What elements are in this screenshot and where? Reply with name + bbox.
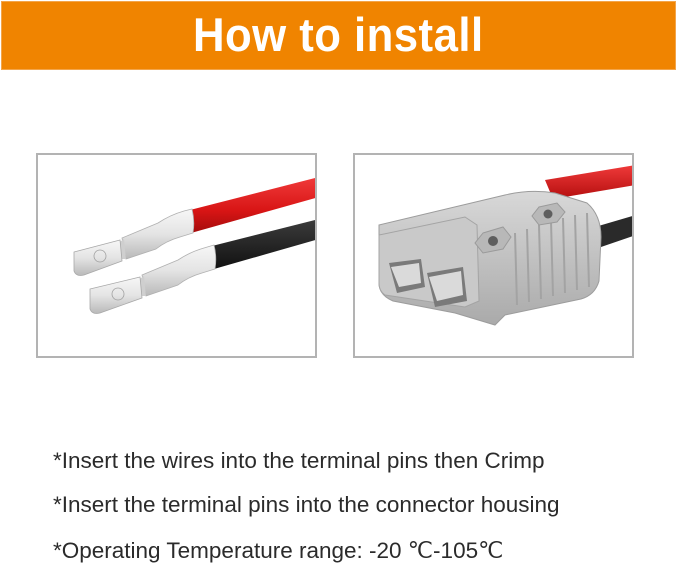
note-insert-pins: *Insert the terminal pins into the conne…	[53, 492, 560, 517]
note-operating-temperature: *Operating Temperature range: -20 ℃-105℃	[53, 538, 504, 563]
red-wire	[190, 178, 315, 233]
connector-housing	[378, 190, 602, 326]
black-wire	[212, 220, 315, 269]
lower-terminal-pin	[89, 244, 217, 314]
red-wire	[545, 165, 632, 199]
terminal-pins-image-panel	[36, 153, 317, 358]
connector-housing-image-panel	[353, 153, 634, 358]
black-wire	[595, 216, 632, 247]
crimped-wires-illustration	[73, 178, 315, 314]
page-title: How to install	[193, 8, 484, 61]
connector-housing-illustration	[378, 165, 632, 326]
upper-terminal-pin	[73, 208, 195, 276]
header-banner: How to install	[1, 1, 676, 70]
note-crimp-wires: *Insert the wires into the terminal pins…	[53, 448, 545, 473]
